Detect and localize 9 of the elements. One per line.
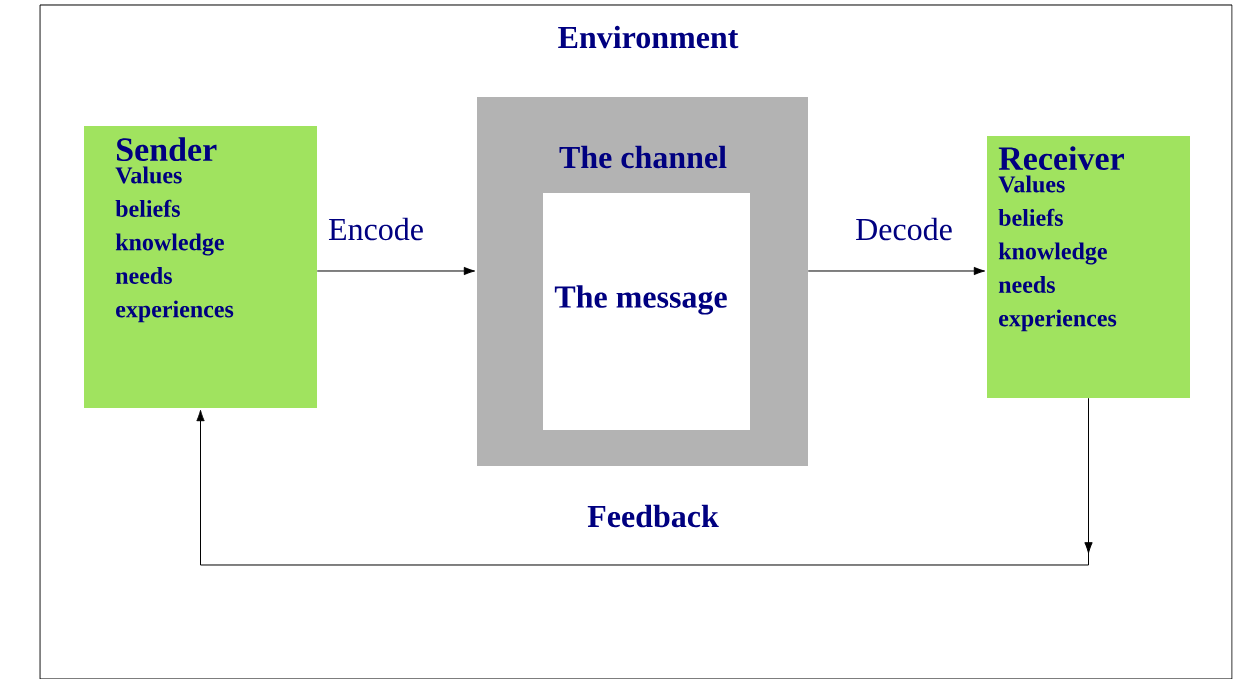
- arrow: [196, 397, 1093, 566]
- receiver-box: Receiver Values beliefs knowledge needs experiences: [987, 136, 1190, 398]
- arrow: [807, 266, 986, 276]
- arrow: [316, 266, 476, 276]
- edge-label: Encode: [327, 216, 425, 242]
- edge-label: Feedback: [586, 503, 720, 529]
- message-box: The message: [543, 193, 750, 430]
- sender-box: Sender Values beliefs knowledge needs experiences: [84, 126, 317, 408]
- edge-label: Decode: [854, 216, 954, 242]
